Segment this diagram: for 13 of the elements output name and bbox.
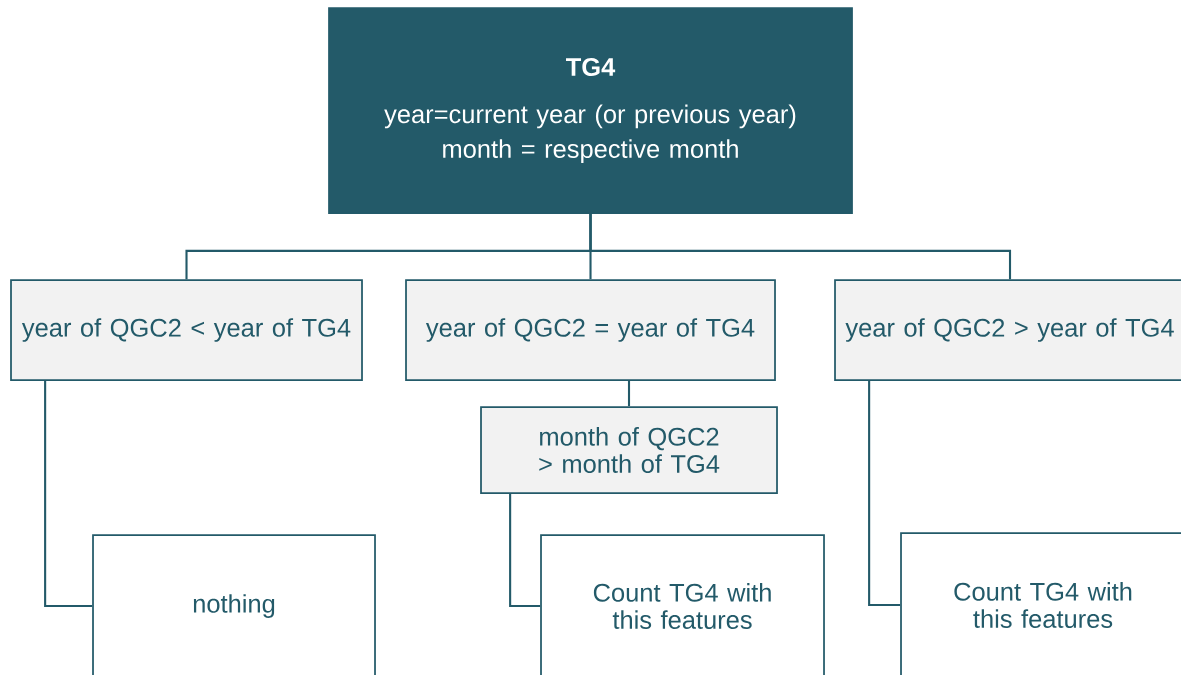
condition-box: month of QGC2 > month of TG4	[480, 406, 778, 494]
connector-line	[627, 380, 631, 407]
result-box: Count TG4 with this features	[540, 534, 825, 675]
connector-line	[589, 213, 1012, 280]
connector-line	[44, 380, 93, 608]
connector-line	[509, 493, 541, 608]
result-box: Count TG4 with this features	[900, 532, 1181, 675]
connector-line	[868, 380, 901, 607]
condition-box: year of QGC2 < year of TG4	[10, 279, 363, 381]
condition-box: year of QGC2 = year of TG4	[405, 279, 776, 381]
condition-box: year of QGC2 > year of TG4	[834, 279, 1181, 381]
result-box: nothing	[92, 534, 376, 675]
header-box: TG4 year=current year (or previous year) month = respective month	[328, 7, 853, 214]
